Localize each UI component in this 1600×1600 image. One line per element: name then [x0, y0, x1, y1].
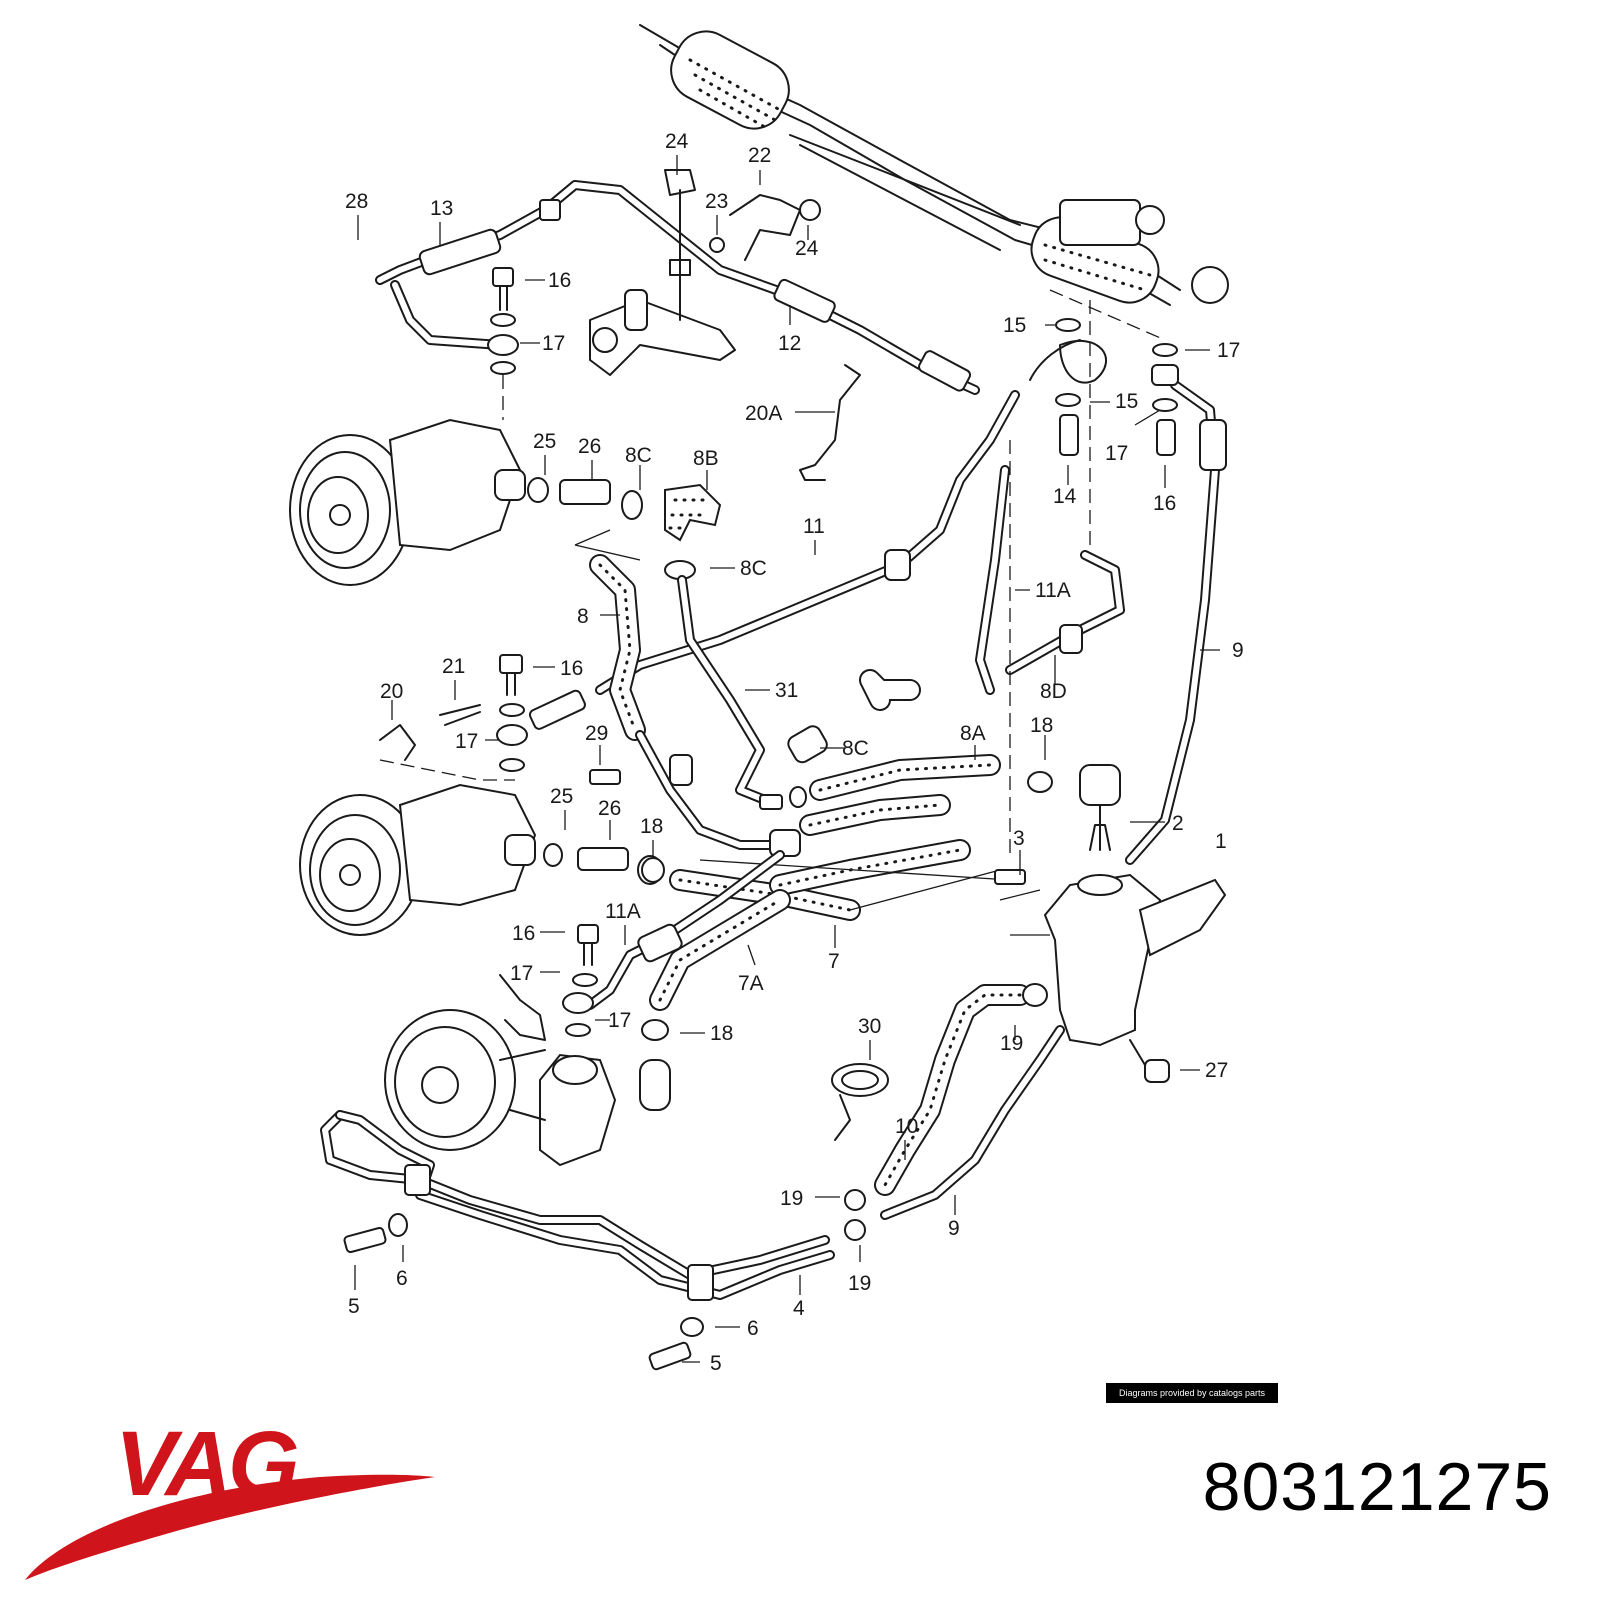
- callout-label: 8A: [960, 722, 986, 745]
- callout-label: 17: [510, 962, 533, 985]
- callout-label: 25: [533, 430, 556, 453]
- bracket-upper: [589, 169, 821, 376]
- callout-labels: 28 13 24 22 23 24 16 17 12 15 17 15 17 1…: [345, 130, 1244, 1375]
- callout-label: 20: [380, 680, 403, 703]
- callout-label: 8C: [740, 557, 767, 580]
- return-line-right: [1125, 380, 1227, 865]
- callout-label: 22: [748, 144, 771, 167]
- pressure-line-upper: [375, 180, 980, 395]
- logo-text: VAG: [115, 1415, 297, 1515]
- callout-label: 11: [803, 515, 825, 538]
- logo-swoosh: [25, 1474, 435, 1580]
- fittings-right: [1049, 289, 1179, 550]
- cooler-line-4: [320, 1110, 835, 1371]
- callout-label: 24: [795, 237, 819, 260]
- banjo-bolt-upper: [487, 267, 519, 420]
- callout-label: 16: [548, 269, 571, 292]
- callout-label: 28: [345, 190, 368, 213]
- hose-11a-lower: [499, 850, 785, 1041]
- callout-label: 7A: [738, 972, 764, 995]
- callout-label: 9: [1232, 639, 1244, 662]
- callout-label: 11A: [1035, 579, 1071, 602]
- clip-20a: [799, 364, 861, 481]
- hoses-7-8a: [641, 440, 1053, 1011]
- callout-label: 8C: [625, 444, 652, 467]
- callout-label: 15: [1115, 390, 1138, 413]
- reservoir: [994, 764, 1227, 1083]
- callout-label: 26: [598, 797, 621, 820]
- callout-label: 3: [1013, 827, 1025, 850]
- callout-label: 1: [1215, 830, 1227, 853]
- callout-label: 15: [1003, 314, 1026, 337]
- steering-rack: [639, 24, 1229, 306]
- vag-logo: VAG: [25, 1415, 435, 1580]
- pump-lower: [384, 1009, 671, 1167]
- callout-label: 16: [1153, 492, 1176, 515]
- callout-label: 17: [608, 1009, 631, 1032]
- callout-label: 8D: [1040, 680, 1067, 703]
- callout-label: 29: [585, 722, 608, 745]
- callout-label: 24: [665, 130, 689, 153]
- hose-8: [574, 529, 785, 850]
- callout-label: 6: [747, 1317, 759, 1340]
- callout-label: 14: [1053, 485, 1077, 508]
- callout-label: 21: [442, 655, 465, 678]
- callout-label: 16: [512, 922, 535, 945]
- callout-label: 18: [1030, 714, 1053, 737]
- callout-label: 17: [1105, 442, 1128, 465]
- callout-label: 25: [550, 785, 573, 808]
- callout-label: 17: [542, 332, 565, 355]
- line-31: [677, 575, 828, 805]
- callout-label: 17: [1217, 339, 1240, 362]
- callout-label: 19: [780, 1187, 803, 1210]
- callout-label: 26: [578, 435, 601, 458]
- callout-label: 17: [455, 730, 478, 753]
- callout-label: 18: [640, 815, 663, 838]
- callout-label: 11A: [605, 900, 641, 923]
- callout-label: 27: [1205, 1059, 1228, 1082]
- callout-label: 8B: [693, 447, 719, 470]
- callout-label: 12: [778, 332, 801, 355]
- leader-lines: [354, 155, 1220, 1363]
- callout-label: 6: [396, 1267, 408, 1290]
- pump-middle: [299, 783, 663, 936]
- callout-label: 18: [710, 1022, 733, 1045]
- callout-label: 16: [560, 657, 583, 680]
- diagram-credit: Diagrams provided by catalogs parts: [1106, 1383, 1278, 1403]
- callout-label: 19: [1000, 1032, 1023, 1055]
- callout-label: 19: [848, 1272, 871, 1295]
- callout-label: 30: [858, 1015, 881, 1038]
- callout-label: 10: [895, 1115, 918, 1138]
- callout-label: 8: [577, 605, 589, 628]
- callout-label: 4: [793, 1297, 805, 1320]
- callout-label: 8C: [842, 737, 869, 760]
- callout-label: 2: [1172, 812, 1184, 835]
- callout-label: 23: [705, 190, 728, 213]
- callout-label: 7: [828, 950, 840, 973]
- pump-upper: [289, 418, 722, 586]
- callout-label: 5: [710, 1352, 722, 1375]
- clamp-30: [831, 1063, 889, 1141]
- fittings-middle-left: [379, 654, 621, 785]
- hoses-11: [595, 339, 1125, 695]
- callout-label: 20A: [745, 402, 782, 425]
- callout-label: 5: [348, 1295, 360, 1318]
- callout-label: 9: [948, 1217, 960, 1240]
- callout-label: 13: [430, 197, 453, 220]
- part-number: 803121275: [1202, 1449, 1552, 1525]
- callout-label: 31: [775, 679, 798, 702]
